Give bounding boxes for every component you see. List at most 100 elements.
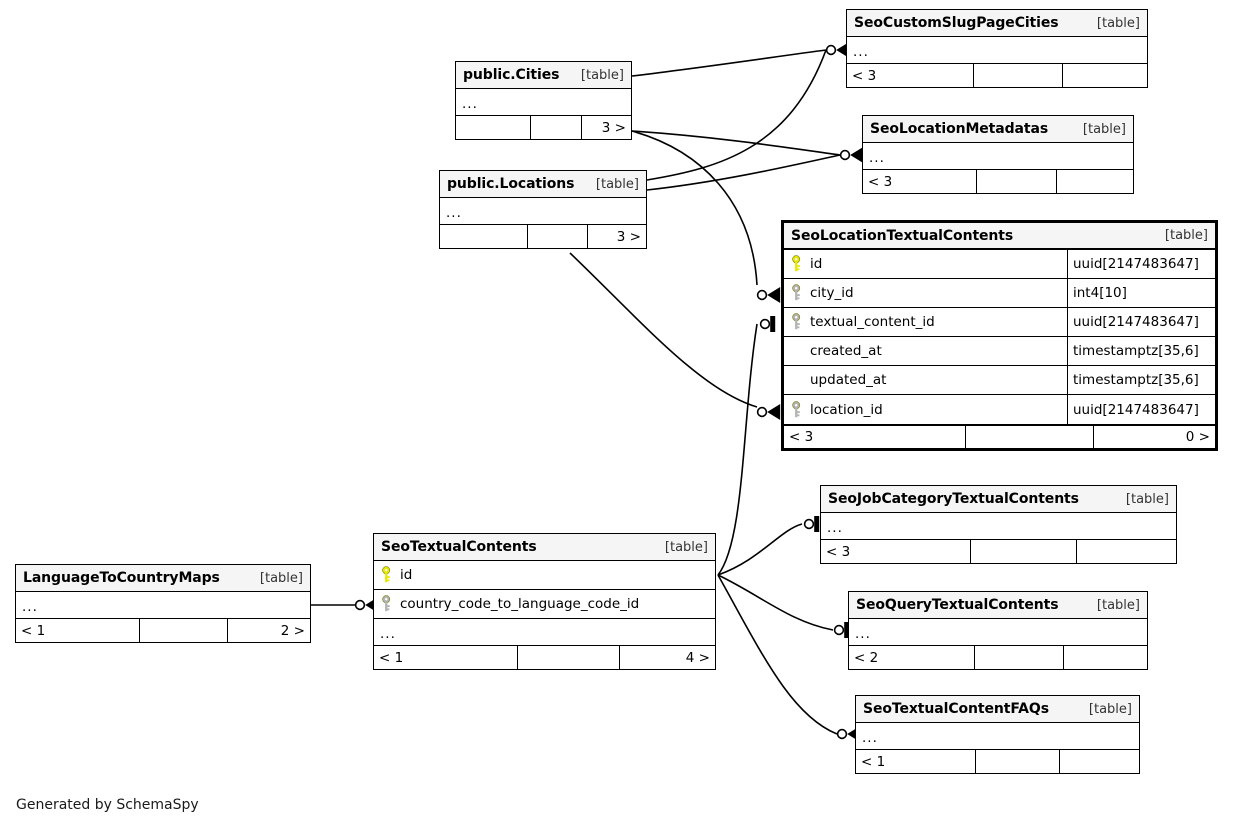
- table-node-public-locations[interactable]: public.Locations[table]...3 >: [439, 170, 647, 249]
- column-name-cell: country_code_to_language_code_id: [374, 595, 715, 613]
- table-footer-seo-location-textual-contents: < 3 0 >: [784, 424, 1215, 448]
- column-name-text: location_id: [810, 401, 883, 418]
- table-type-tag: [table]: [1125, 491, 1169, 507]
- table-rows-public-cities: ...: [456, 89, 631, 115]
- footer-child-count: [1064, 646, 1147, 669]
- table-footer-seo-custom-slug-page-cities: < 3: [847, 63, 1147, 87]
- relationship-locations-to-customslug: [646, 49, 827, 181]
- no-key-spacer: [790, 342, 803, 360]
- table-node-seo-job-category-textual-contents[interactable]: SeoJobCategoryTextualContents[table]...<…: [820, 485, 1177, 564]
- footer-child-count: [1077, 540, 1176, 563]
- table-node-seo-textual-contents[interactable]: SeoTextualContents[table] id country_code_…: [373, 533, 716, 670]
- relationship-seotextual-to-jobcategory: [717, 523, 803, 576]
- table-type-tag: [table]: [1082, 121, 1126, 137]
- footer-child-count: 0 >: [1185, 429, 1210, 445]
- footer-middle: [975, 750, 1060, 773]
- relationship-locations-to-seoloctextual-location: [569, 252, 758, 408]
- table-row-ellipsis: ...: [855, 626, 871, 642]
- column-name-cell: created_at: [784, 342, 1067, 360]
- relationship-seotextual-to-faqs: [717, 574, 838, 735]
- table-type-tag: [table]: [1096, 597, 1140, 613]
- table-type-tag: [table]: [664, 539, 708, 555]
- table-row-ellipsis: ...: [462, 96, 478, 112]
- footer-parent-count: < 3: [852, 67, 877, 84]
- table-node-public-cities[interactable]: public.Cities[table]...3 >: [455, 61, 632, 140]
- relationship-cities-to-locationmeta: [631, 130, 841, 156]
- table-title: public.Locations: [447, 176, 575, 192]
- relationship-endpoint-5: [803, 516, 820, 532]
- footer-middle: [970, 540, 1077, 563]
- table-rows-seo-job-category-textual-contents: ...: [821, 513, 1176, 539]
- table-header-seo-location-textual-contents: SeoLocationTextualContents [table]: [784, 223, 1215, 250]
- table-header-seo-textual-contents: SeoTextualContents[table]: [374, 534, 715, 561]
- table-type-tag: [table]: [1164, 228, 1208, 243]
- table-title: LanguageToCountryMaps: [23, 570, 220, 586]
- table-row-ellipsis: ...: [22, 599, 38, 615]
- footer-parent-count: [440, 225, 527, 248]
- table-node-seo-location-metadatas[interactable]: SeoLocationMetadatas[table]...< 3: [862, 115, 1134, 194]
- table-row-ellipsis: ...: [869, 150, 885, 166]
- table-title: SeoCustomSlugPageCities: [854, 15, 1059, 31]
- table-row[interactable]: textual_content_id uuid[2147483647]: [784, 308, 1215, 337]
- table-node-seo-custom-slug-page-cities[interactable]: SeoCustomSlugPageCities[table]...< 3: [846, 9, 1148, 88]
- column-name-text: city_id: [810, 285, 854, 301]
- column-name-text: id: [810, 256, 823, 272]
- footer-middle: [965, 426, 1094, 448]
- table-type-tag: [table]: [259, 570, 303, 586]
- table-row[interactable]: country_code_to_language_code_id: [374, 590, 715, 619]
- table-node-seo-query-textual-contents[interactable]: SeoQueryTextualContents[table]...< 2: [848, 591, 1148, 670]
- foreign-key-icon: [790, 284, 803, 302]
- column-name-text: created_at: [810, 343, 882, 359]
- table-node-seo-textual-content-faqs[interactable]: SeoTextualContentFAQs[table]... < 1: [855, 695, 1140, 774]
- column-type-cell: uuid[2147483647]: [1067, 308, 1215, 336]
- table-row[interactable]: id: [374, 561, 715, 590]
- foreign-key-icon: [790, 313, 803, 331]
- table-header-seo-custom-slug-page-cities: SeoCustomSlugPageCities [table]: [847, 10, 1147, 37]
- table-rows-seo-textual-content-faqs: ...: [856, 723, 1139, 749]
- relationship-endpoint-2: [756, 287, 781, 303]
- table-footer-public-locations: 3 >: [440, 224, 646, 248]
- column-name-text: textual_content_id: [810, 314, 935, 330]
- relationship-endpoint-6: [833, 622, 850, 638]
- column-name-cell: location_id: [784, 400, 1067, 419]
- table-footer-seo-location-metadatas: < 3: [863, 169, 1133, 193]
- primary-key-icon: [380, 566, 393, 584]
- footer-middle: [517, 646, 620, 669]
- table-rows-public-locations: ...: [440, 198, 646, 224]
- foreign-key-icon: [380, 595, 393, 613]
- footer-parent-count: < 3: [789, 429, 814, 445]
- table-type-tag: [table]: [1096, 15, 1140, 31]
- no-key-spacer: [790, 371, 803, 389]
- table-row-ellipsis: ...: [380, 626, 396, 642]
- table-footer-public-cities: 3 >: [456, 115, 631, 139]
- relationship-endpoint-4: [756, 404, 781, 420]
- column-name-cell: id: [374, 566, 715, 584]
- table-title: SeoLocationTextualContents: [791, 227, 1014, 244]
- footer-parent-count: < 3: [868, 173, 893, 190]
- relationship-seotextual-to-query: [717, 574, 834, 631]
- table-title: SeoQueryTextualContents: [856, 597, 1059, 613]
- table-row-ellipsis: ...: [862, 730, 878, 746]
- relationship-endpoint-1: [839, 147, 864, 163]
- footer-middle: [527, 225, 588, 248]
- relationship-cities-to-seoloctextual-city: [631, 130, 758, 286]
- footer-middle: [973, 64, 1063, 87]
- table-header-seo-query-textual-contents: SeoQueryTextualContents [table]: [849, 592, 1147, 619]
- table-rows-seo-query-textual-contents: ...: [849, 619, 1147, 645]
- foreign-key-icon: [790, 400, 803, 419]
- table-header-seo-textual-content-faqs: SeoTextualContentFAQs[table]: [856, 696, 1139, 723]
- relationship-cities-to-customslug: [631, 49, 827, 77]
- footer-parent-count: < 1: [861, 753, 886, 770]
- table-title: SeoJobCategoryTextualContents: [828, 491, 1079, 507]
- table-header-language-to-country-maps: LanguageToCountryMaps [table]: [16, 565, 310, 592]
